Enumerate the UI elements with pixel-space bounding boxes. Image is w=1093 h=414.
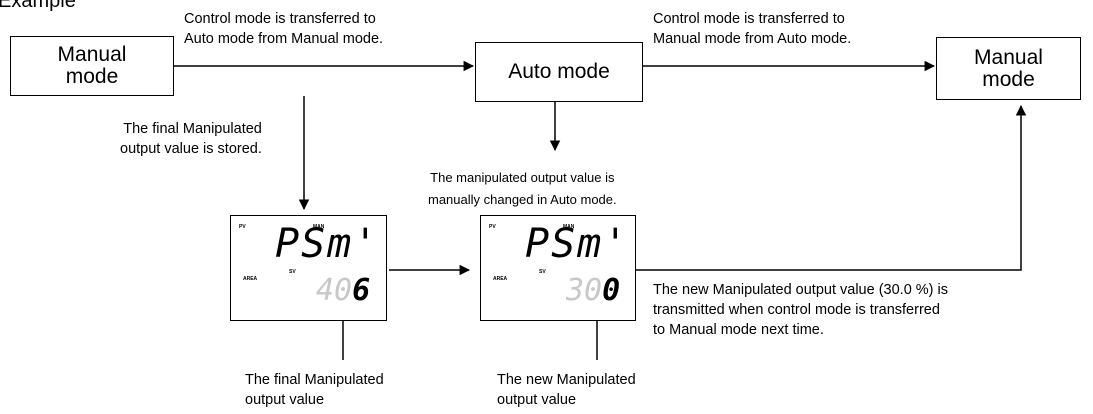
pv-display-value: PSm'	[275, 221, 380, 267]
man-indicator: MAN	[313, 224, 325, 230]
area-indicator: AREA	[243, 276, 258, 282]
note-line: transmitted when control mode is transfe…	[653, 302, 940, 318]
pv-indicator: PV	[489, 224, 496, 230]
sv-dim-digits: 30	[566, 273, 603, 308]
box-label-line: Manual	[974, 45, 1043, 69]
note-line: The manipulated output value is	[430, 170, 615, 185]
box-label-line: mode	[982, 67, 1035, 91]
note-line: The new Manipulated output value (30.0 %…	[653, 282, 949, 298]
sv-indicator: SV	[289, 269, 296, 275]
note-line: The new Manipulated	[497, 372, 636, 388]
note-transmitted: The new Manipulated output value (30.0 %…	[653, 280, 948, 340]
note-line: The final Manipulated	[123, 121, 262, 137]
note-line: output value	[245, 392, 325, 408]
sv-dim-digits: 40	[316, 273, 353, 308]
box-label-line: Manual	[57, 43, 127, 66]
sv-display-value: 406	[316, 276, 370, 306]
note-stored: The final Manipulated output value is sto…	[120, 119, 262, 159]
note-line: The final Manipulated	[245, 372, 384, 388]
sv-display-value: 300	[566, 276, 620, 306]
controller-display-left: PV MAN AREA SV PSm' 406	[230, 215, 387, 321]
note-to-auto: Control mode is transferred to Auto mode …	[184, 9, 383, 49]
box-label-line: mode	[65, 65, 119, 88]
box-label: Auto mode	[508, 60, 610, 83]
note-changed: The manipulated output value is manually …	[428, 167, 617, 211]
sv-bright-digit: 0	[602, 273, 621, 308]
note-line: Control mode is transferred to	[184, 11, 376, 27]
pv-display-value: PSm'	[525, 221, 630, 267]
note-line: output value is stored.	[120, 141, 262, 157]
sv-bright-digit: 6	[352, 273, 371, 308]
note-line: Manual mode from Auto mode.	[653, 31, 852, 47]
note-line: Control mode is transferred to	[653, 11, 845, 27]
pv-indicator: PV	[239, 224, 246, 230]
arrow-to-manual-right	[635, 104, 1027, 271]
cropped-header-text: Example	[0, 0, 76, 12]
area-indicator: AREA	[493, 276, 508, 282]
sv-indicator: SV	[539, 269, 546, 275]
note-line: Auto mode from Manual mode.	[184, 31, 384, 47]
label-new-value: The new Manipulated output value	[497, 370, 636, 410]
controller-display-right: PV MAN AREA SV PSm' 300	[480, 215, 636, 321]
auto-mode-box: Auto mode	[475, 42, 643, 102]
note-line: manually changed in Auto mode.	[428, 192, 617, 207]
note-line: to Manual mode next time.	[653, 322, 824, 338]
man-indicator: MAN	[563, 224, 575, 230]
label-final-value: The final Manipulated output value	[245, 370, 384, 410]
note-line: output value	[497, 392, 577, 408]
note-to-manual: Control mode is transferred to Manual mod…	[653, 9, 851, 49]
